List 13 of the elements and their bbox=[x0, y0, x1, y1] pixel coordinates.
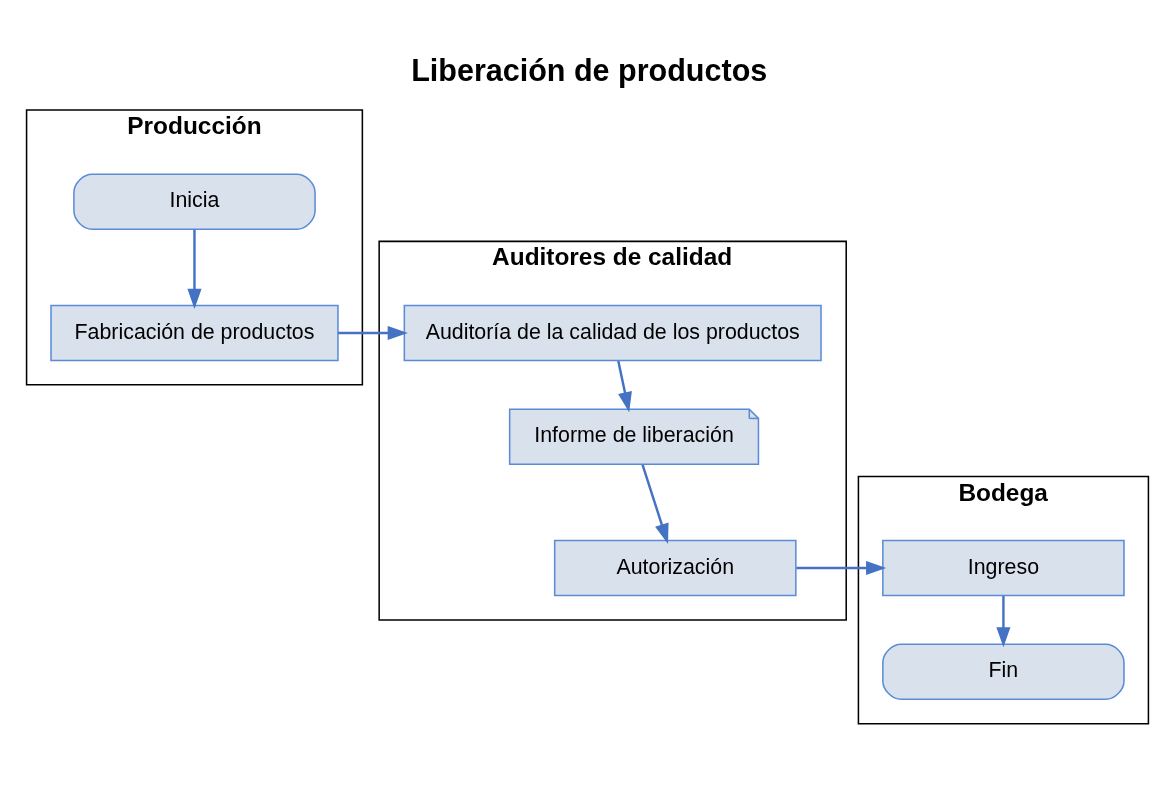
diagram-title: Liberación de productos bbox=[411, 53, 768, 88]
arrow bbox=[338, 325, 408, 340]
arrow bbox=[796, 560, 887, 576]
arrow bbox=[187, 229, 202, 309]
node-box: Inicia bbox=[73, 173, 316, 230]
node-box: Ingreso bbox=[882, 539, 1125, 597]
node-box: Autorización bbox=[553, 539, 797, 597]
arrow bbox=[617, 360, 632, 413]
node-box: Auditoría de la calidad de los productos bbox=[403, 304, 822, 362]
node-box: Fabricación de productos bbox=[50, 304, 339, 362]
arrow bbox=[641, 464, 669, 544]
arrow bbox=[996, 596, 1011, 648]
node-box: Fin bbox=[882, 643, 1125, 701]
